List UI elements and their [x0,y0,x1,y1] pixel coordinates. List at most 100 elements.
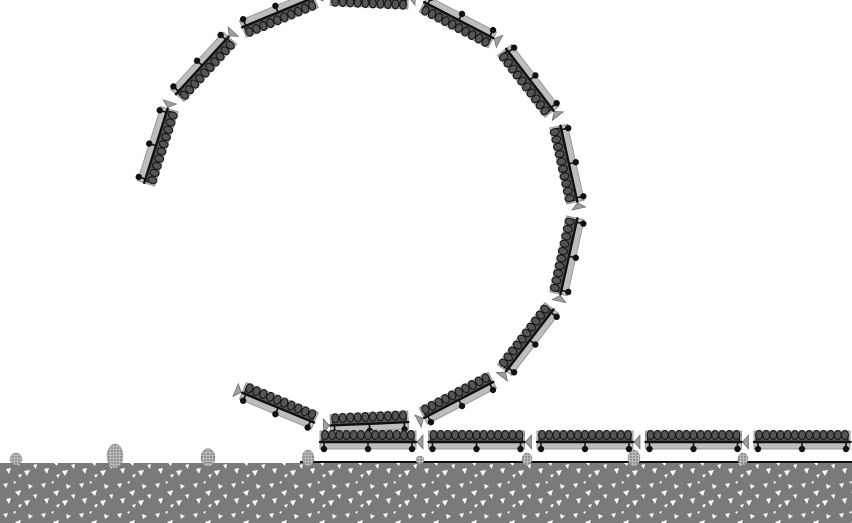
wheel [532,72,539,79]
wheel [580,193,587,200]
wheel [572,159,579,166]
wheel [510,369,518,376]
ground [0,463,852,523]
loop-car-orient [238,0,324,38]
ground-car-slot [318,429,424,453]
car-body [498,304,554,371]
car-rail [240,0,316,29]
ground-car-slot [427,429,532,453]
loop-car [170,26,240,103]
car-body [176,37,235,100]
wheel [239,16,247,23]
car-body [421,373,493,418]
wheel [489,26,497,34]
wheel [427,418,435,426]
wheel [581,445,589,453]
pebble [737,452,749,466]
wheel [754,445,762,453]
car-hinge [493,34,504,49]
loop-track [135,0,587,436]
car-hinge [232,382,242,398]
loop-car-slot [232,382,319,431]
car-body [537,429,632,443]
wheel [510,44,518,51]
wheel [532,341,539,348]
loop-car-slot [170,26,240,103]
ground-car-slot [752,429,852,453]
ground-car [318,429,424,453]
loop-car-orient [496,43,565,122]
loop-car-orient [329,0,416,10]
loop-car [232,382,319,431]
loop-car-slot [322,410,410,436]
loop-car-slot [418,0,504,49]
wheel [565,288,572,296]
loop-car [414,371,498,429]
wheel [146,140,153,147]
pebbles [9,443,749,469]
loop-car-slot [549,123,587,211]
loop-car-slot [495,302,560,382]
car-hinge [408,0,416,7]
loop-car [549,123,587,211]
wheel [842,445,850,453]
loop-car [238,0,324,38]
wheel [217,31,224,39]
car-rail [174,35,230,96]
pebble [106,443,124,469]
wheel [364,445,372,453]
car-hinge [414,414,424,429]
wheel [135,173,142,181]
car-body [754,429,849,443]
car-hinge [495,371,508,382]
wheel [565,124,572,132]
car-hinge [551,111,565,122]
loop-car-slot [329,0,416,10]
car-hinge [571,202,587,211]
loop-car-orient [549,215,587,304]
wheel [489,386,497,394]
wheel [734,445,741,453]
wheel [429,445,436,453]
car-rail [504,47,555,112]
wheel [537,445,545,453]
wheel [239,397,247,404]
wheel [553,99,560,107]
wheel [517,445,524,453]
car-body [331,0,407,10]
wheel [408,445,416,453]
loop-car [135,99,179,187]
loop-car-orient [232,382,319,431]
car-hinge [633,434,641,450]
loop-car-orient [418,0,504,49]
wheel [458,402,466,410]
loop-car [322,410,410,436]
loop-car-orient [135,99,179,187]
loop-car [329,0,416,10]
loop-car-orient [495,302,560,382]
wheel [458,10,466,18]
loop-car [495,302,560,382]
pebble [627,449,641,467]
pebble [200,448,216,467]
car-body [144,109,178,185]
loop-car-slot [496,43,565,122]
wheel [580,220,587,227]
loop-car-slot [414,371,498,429]
car-hinge [416,434,424,450]
car-body [320,429,415,443]
wheel [193,57,201,64]
wheel [156,107,163,114]
car-hinge [322,418,330,434]
wheel [690,445,697,453]
loop-car-slot [549,215,587,304]
loop-car-orient [322,410,410,436]
wheel [304,424,311,431]
car-hinge [742,434,749,450]
car-body [429,429,524,443]
car-body [498,49,554,116]
wheel [625,445,633,453]
ground-car [644,429,749,453]
car-body [646,429,741,443]
